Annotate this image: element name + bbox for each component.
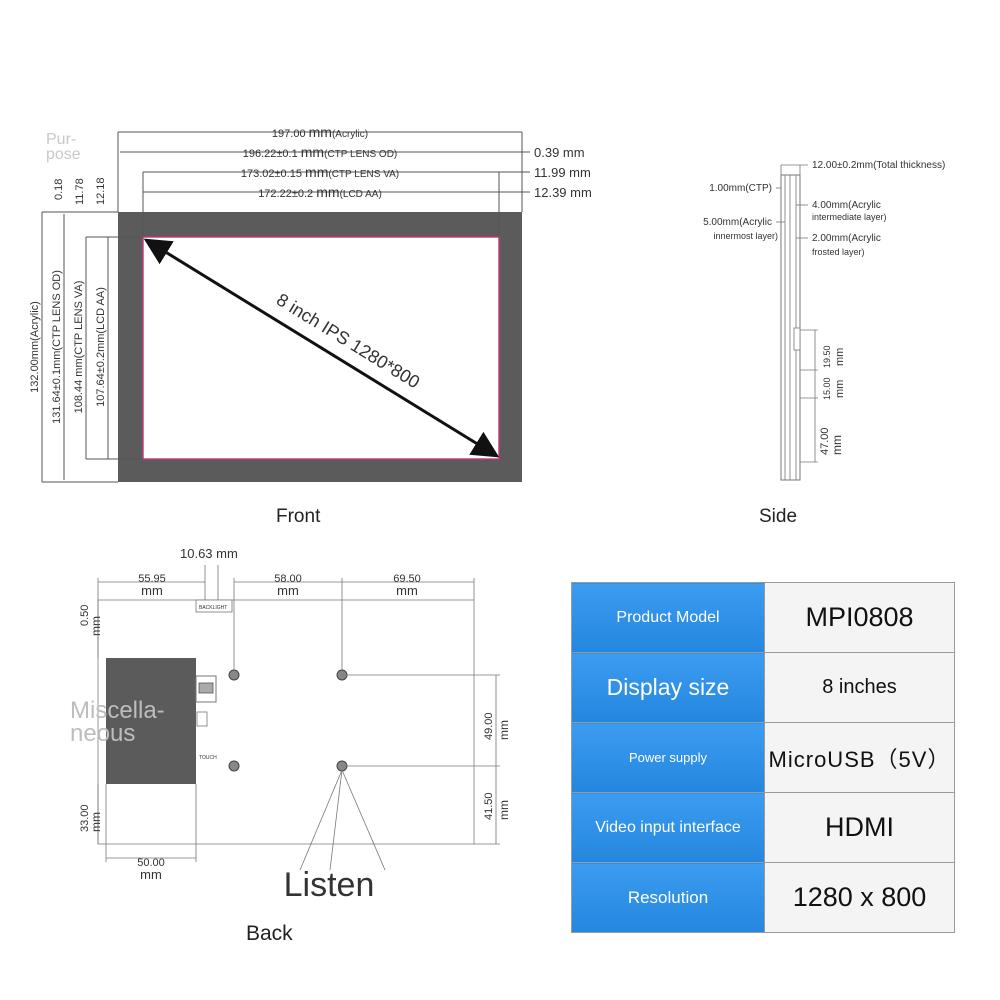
side-inner-1: 5.00mm(Acrylic	[703, 217, 772, 228]
side-total: 12.00±0.2mm(Total thickness)	[812, 160, 945, 171]
back-left-bottom-unit: mm	[89, 812, 103, 832]
misc-watermark: Miscella- neous	[70, 697, 165, 747]
spec-value: HDMI	[764, 792, 955, 863]
back-right-b-unit: mm	[497, 800, 511, 820]
spec-key: Power supply	[571, 722, 765, 793]
dim-right-2: 11.99 mm	[534, 165, 591, 180]
misc-line-1: Miscella-	[70, 697, 165, 724]
side-v1: 19.50	[822, 345, 832, 368]
spec-table: Product Model MPI0808 Display size 8 inc…	[571, 582, 955, 933]
spec-value: MPI0808	[764, 582, 955, 653]
back-h3: 69.50	[393, 573, 421, 585]
spec-row: Video input interface HDMI	[571, 792, 955, 863]
back-bottom: 50.00	[137, 857, 165, 869]
dim-ctp-lens-va: 173.02±0.15 mm(CTP LENS VA)	[241, 164, 399, 180]
back-h2-unit: mm	[277, 583, 299, 598]
back-h2: 58.00	[274, 573, 302, 585]
side-caption: Side	[759, 506, 798, 527]
spec-value: 1280 x 800	[764, 862, 955, 933]
diagonal-arrow	[143, 238, 500, 458]
spec-value: 8 inches	[764, 652, 955, 723]
side-frost-1: 2.00mm(Acrylic	[812, 233, 881, 244]
back-h3-unit: mm	[396, 583, 418, 598]
spec-key: Resolution	[571, 862, 765, 933]
back-left-top-unit: mm	[89, 616, 103, 636]
back-h1-unit: mm	[141, 583, 163, 598]
spec-key: Product Model	[571, 582, 765, 653]
side-v1-unit: mm	[834, 348, 846, 366]
side-v3-unit: mm	[830, 435, 844, 455]
spec-row: Power supply MicroUSB（5V）	[571, 722, 955, 793]
purpose-line-1: Pur-	[46, 131, 77, 148]
dim-acrylic: 197.00 mm(Acrylic)	[272, 124, 368, 140]
listen-label: Listen	[284, 866, 375, 904]
dim-left-ctp-va: 108.44 mm(CTP LENS VA)	[73, 281, 85, 414]
spec-key: Video input interface	[571, 792, 765, 863]
dim-right-1: 0.39 mm	[534, 145, 585, 160]
side-v2-unit: mm	[834, 380, 846, 398]
mount-hole-1	[228, 669, 240, 681]
side-v3: 47.00	[819, 427, 831, 455]
dim-left-acrylic: 132.00mm(Acrylic)	[29, 301, 41, 393]
misc-line-2: neous	[70, 719, 136, 747]
driver-board	[106, 658, 196, 784]
back-right-b: 41.50	[483, 792, 495, 820]
side-ctp: 1.00mm(CTP)	[709, 183, 772, 194]
front-caption: Front	[276, 506, 321, 527]
back-bottom-unit: mm	[140, 867, 162, 882]
spec-row: Product Model MPI0808	[571, 582, 955, 653]
side-inter-1: 4.00mm(Acrylic	[812, 200, 881, 211]
back-caption: Back	[246, 922, 293, 945]
side-inner-2: innermost layer)	[713, 231, 778, 241]
back-right-a: 49.00	[483, 712, 495, 740]
back-h1: 55.95	[138, 573, 166, 585]
spec-row: Resolution 1280 x 800	[571, 862, 955, 933]
dim-small-1: 0.18	[53, 179, 65, 200]
back-view: 10.63 mm 55.95 mm 58.00 mm 69.50 mm BACK…	[79, 546, 511, 904]
touch-label: TOUCH	[199, 755, 217, 761]
side-view: 12.00±0.2mm(Total thickness) 1.00mm(CTP)…	[703, 160, 945, 481]
backlight-label: BACKLIGHT	[199, 605, 227, 611]
spec-row: Display size 8 inches	[571, 652, 955, 723]
dim-small-3: 12.18	[95, 177, 107, 205]
back-left-bottom: 33.00	[79, 804, 91, 832]
back-left-top: 0.50	[79, 605, 91, 626]
purpose-watermark: Pur- pose	[46, 131, 81, 164]
side-v2: 15.00	[822, 377, 832, 400]
dim-small-2: 11.78	[74, 178, 86, 205]
front-view: 8 inch IPS 1280*800 197.00 mm(Acrylic) 1…	[29, 124, 592, 483]
spec-key: Display size	[571, 652, 765, 723]
side-profile	[780, 174, 801, 481]
backlight-connector	[195, 599, 233, 613]
dim-left-ctp-od: 131.64±0.1mm(CTP LENS OD)	[51, 270, 63, 424]
mount-hole-3	[228, 760, 240, 772]
back-right-a-unit: mm	[497, 720, 511, 740]
spec-value: MicroUSB（5V）	[764, 722, 955, 793]
dim-lcd-aa: 172.22±0.2 mm(LCD AA)	[258, 184, 382, 200]
purpose-line-2: pose	[46, 146, 81, 164]
side-inter-2: intermediate layer)	[812, 212, 887, 222]
dim-ctp-lens-od: 196.22±0.1 mm(CTP LENS OD)	[243, 144, 398, 160]
dim-right-3: 12.39 mm	[534, 185, 592, 200]
back-top-offset: 10.63 mm	[180, 546, 238, 561]
dim-left-lcd-aa: 107.64±0.2mm(LCD AA)	[95, 287, 107, 407]
side-frost-2: frosted layer)	[812, 247, 865, 257]
